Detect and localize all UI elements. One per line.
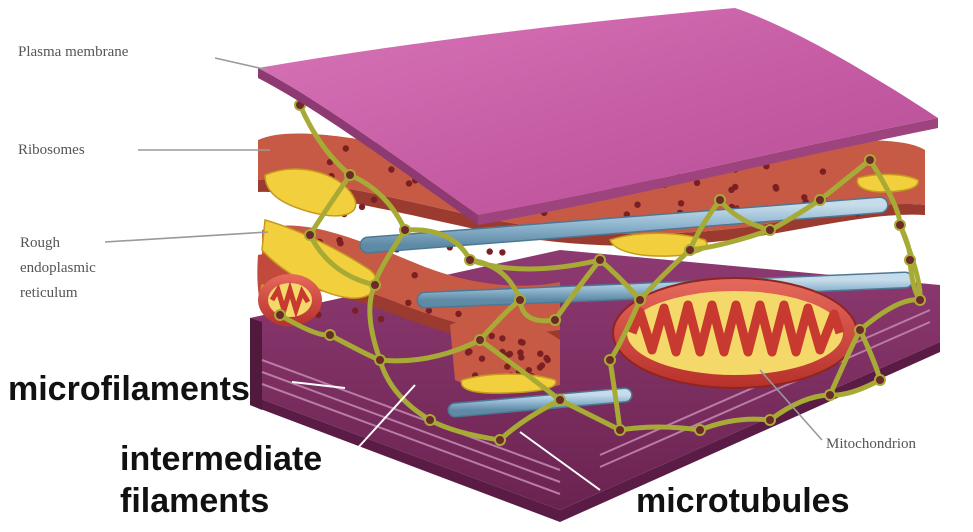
filament-junction (370, 280, 380, 290)
ribosome-dot (465, 349, 471, 355)
filament-junction (895, 220, 905, 230)
filament-junction (550, 315, 560, 325)
ribosome-dot (352, 307, 358, 313)
ribosome-dot (732, 184, 738, 190)
filament-junction (345, 170, 355, 180)
filament-junction (765, 415, 775, 425)
ribosome-dot (517, 349, 523, 355)
ribosome-dot (479, 356, 485, 362)
ribosome-dot (378, 316, 384, 322)
ribosome-dot (359, 204, 365, 210)
filament-junction (865, 155, 875, 165)
filament-junction (685, 245, 695, 255)
filament-junction (305, 230, 315, 240)
filament-junction (555, 395, 565, 405)
label-intermediate-line1: intermediate (120, 440, 322, 478)
filament-junction (595, 255, 605, 265)
filament-junction (400, 225, 410, 235)
ribosome-dot (336, 237, 342, 243)
filament-junction (325, 330, 335, 340)
filament-junction (635, 295, 645, 305)
ribosome-dot (371, 197, 377, 203)
ribosome-dot (487, 248, 493, 254)
ribosome-dot (489, 333, 495, 339)
label-microfilaments: microfilaments (8, 370, 250, 408)
ribosome-dot (388, 166, 394, 172)
label-mitochondrion: Mitochondrion (826, 436, 916, 452)
label-microtubules: microtubules (636, 482, 849, 520)
filament-junction (275, 310, 285, 320)
filament-junction (875, 375, 885, 385)
ribosome-dot (343, 145, 349, 151)
filament-junction (425, 415, 435, 425)
label-plasma-membrane: Plasma membrane (18, 44, 129, 60)
ribosome-dot (405, 300, 411, 306)
filament-junction (515, 295, 525, 305)
filament-junction (495, 435, 505, 445)
ribosome-dot (537, 351, 543, 357)
filament-junction (715, 195, 725, 205)
filament-junction (855, 325, 865, 335)
filament-junction (825, 390, 835, 400)
filament-junction (765, 225, 775, 235)
filament-junction (915, 295, 925, 305)
label-rough-er-line3: reticulum (20, 285, 78, 301)
filament-junction (375, 355, 385, 365)
filament-junction (905, 255, 915, 265)
ribosome-dot (773, 185, 779, 191)
label-rough-er-line2: endoplasmic (20, 260, 96, 276)
filament-junction (695, 425, 705, 435)
label-ribosomes: Ribosomes (18, 142, 85, 158)
filament-junction (615, 425, 625, 435)
label-rough-er-line1: Rough (20, 235, 61, 251)
filament-junction (475, 335, 485, 345)
filament-junction (605, 355, 615, 365)
ribosome-dot (499, 335, 505, 341)
mitochondrion (613, 278, 857, 388)
ribosome-dot (537, 364, 543, 370)
ribosome-dot (820, 168, 826, 174)
filament-junction (465, 255, 475, 265)
ribosome-dot (519, 339, 525, 345)
ribosome-dot (634, 202, 640, 208)
filament-junction (815, 195, 825, 205)
ribosome-dot (678, 200, 684, 206)
ribosome-dot (412, 272, 418, 278)
ribosome-dot (455, 311, 461, 317)
label-intermediate-line2: filaments (120, 482, 269, 520)
ribosome-dot (406, 180, 412, 186)
ribosome-dot (543, 355, 549, 361)
ribosome-dot (499, 249, 505, 255)
